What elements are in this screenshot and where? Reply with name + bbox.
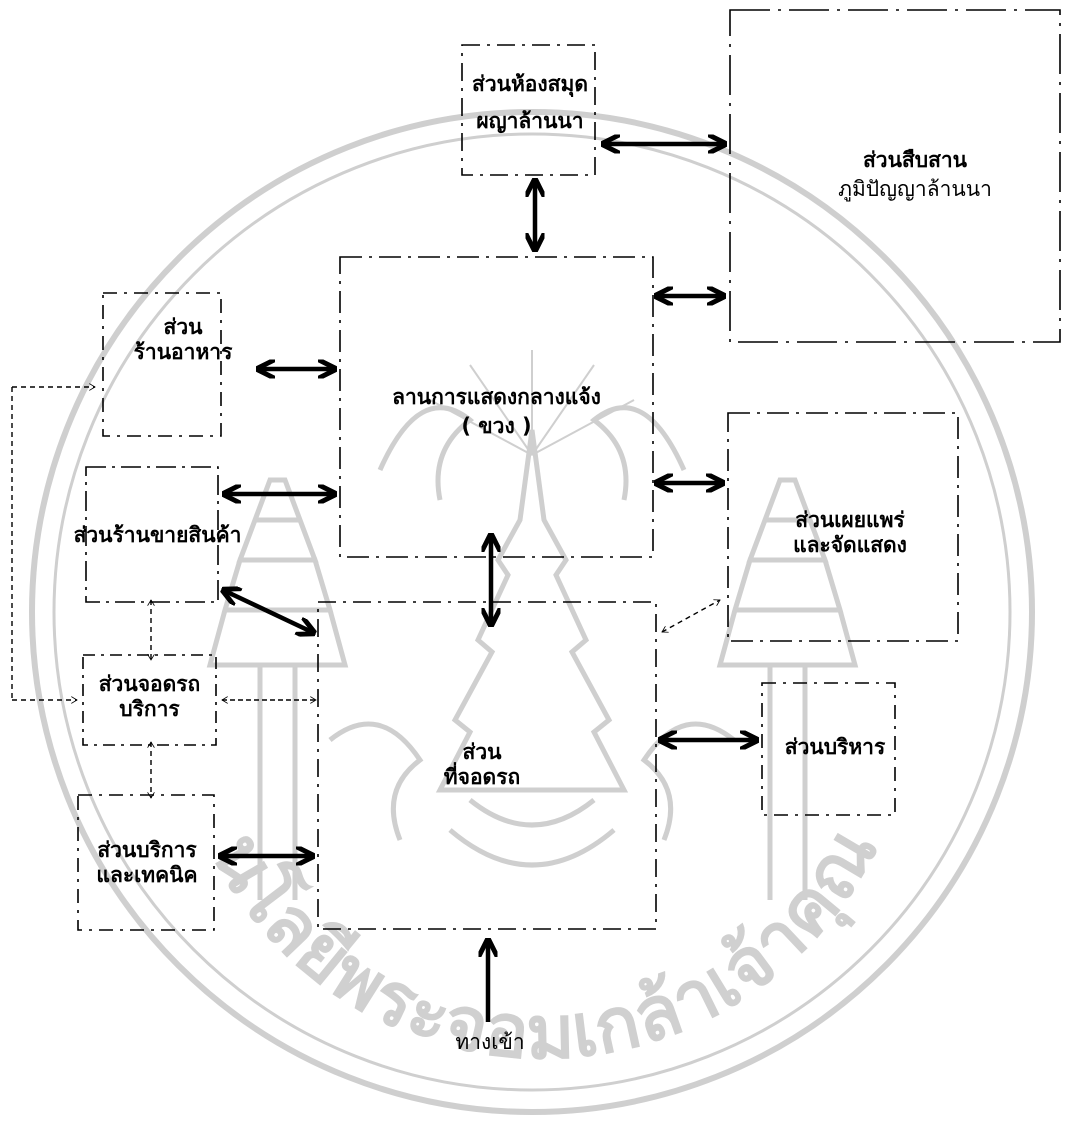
heritage-box [729, 9, 1061, 343]
library-label-line1: ส่วนห้องสมุด [472, 72, 588, 96]
exhibition-label-line1: ส่วนเผยแพร่ [795, 508, 905, 532]
courtyard-label-line2: ( ขวง ) [461, 414, 532, 439]
service-parking-label-line1: ส่วนจอดรถ [98, 672, 201, 696]
restaurant-label: ส่วน ร้านอาหาร [103, 315, 263, 365]
library-label: ส่วนห้องสมุด ผญาล้านนา [445, 72, 615, 134]
exhibition-label-line2: และจัดแสดง [793, 533, 907, 558]
courtyard-label: ลานการแสดงกลางแจ้ง ( ขวง ) [345, 385, 648, 439]
heritage-label-line1: ส่วนสืบสาน [862, 148, 968, 172]
parking-box [317, 601, 657, 930]
technical-box [77, 794, 215, 931]
parking-label: ส่วน ที่จอดรถ [412, 740, 552, 790]
restaurant-label-line1: ส่วน [163, 315, 203, 339]
admin-label-line1: ส่วนบริหาร [784, 735, 886, 759]
entrance-label: ทางเข้า [430, 1030, 550, 1055]
courtyard-label-line1: ลานการแสดงกลางแจ้ง [392, 385, 601, 409]
heritage-label: ส่วนสืบสาน ภูมิปัญญาล้านนา [800, 148, 1030, 202]
dashed-arrow-exhibition-parking [662, 600, 720, 632]
service-parking-label: ส่วนจอดรถ บริการ [72, 672, 227, 722]
restaurant-label-line2: ร้านอาหาร [133, 340, 233, 365]
parking-label-line1: ส่วน [462, 740, 502, 764]
exhibition-label: ส่วนเผยแพร่ และจัดแสดง [760, 508, 940, 558]
technical-label: ส่วนบริการ และเทคนิค [68, 838, 226, 888]
service-parking-label-line2: บริการ [119, 697, 180, 722]
exhibition-box [727, 412, 959, 642]
admin-box [761, 682, 896, 816]
admin-label: ส่วนบริหาร [755, 735, 915, 760]
technical-label-line1: ส่วนบริการ [97, 838, 197, 862]
library-box [461, 44, 596, 176]
library-label-line2: ผญาล้านนา [476, 109, 584, 134]
heritage-label-line2: ภูมิปัญญาล้านนา [838, 177, 992, 202]
entrance-label-text: ทางเข้า [455, 1030, 525, 1054]
restaurant-box [102, 292, 222, 437]
technical-label-line2: และเทคนิค [96, 863, 198, 888]
shop-label-line1: ส่วนร้านขายสินค้า [73, 523, 242, 547]
shop-label: ส่วนร้านขายสินค้า [45, 523, 270, 548]
parking-label-line2: ที่จอดรถ [443, 765, 521, 790]
arrow-shop-parking [223, 590, 314, 633]
courtyard-box [339, 256, 654, 558]
